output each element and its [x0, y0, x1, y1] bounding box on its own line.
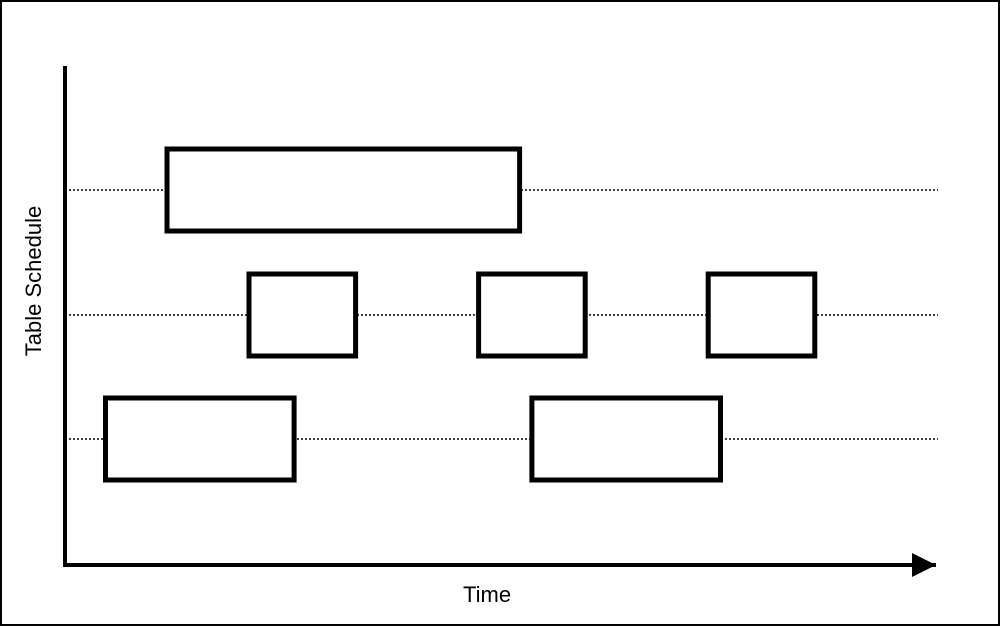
schedule-block [246, 271, 359, 359]
y-axis-label: Table Schedule [21, 205, 46, 357]
schedule-block [164, 146, 523, 234]
schedule-block [705, 271, 818, 359]
x-axis-label: Time [463, 582, 512, 607]
schedule-block [103, 395, 297, 483]
schedule-block [529, 395, 724, 483]
schedule-block [476, 271, 588, 359]
